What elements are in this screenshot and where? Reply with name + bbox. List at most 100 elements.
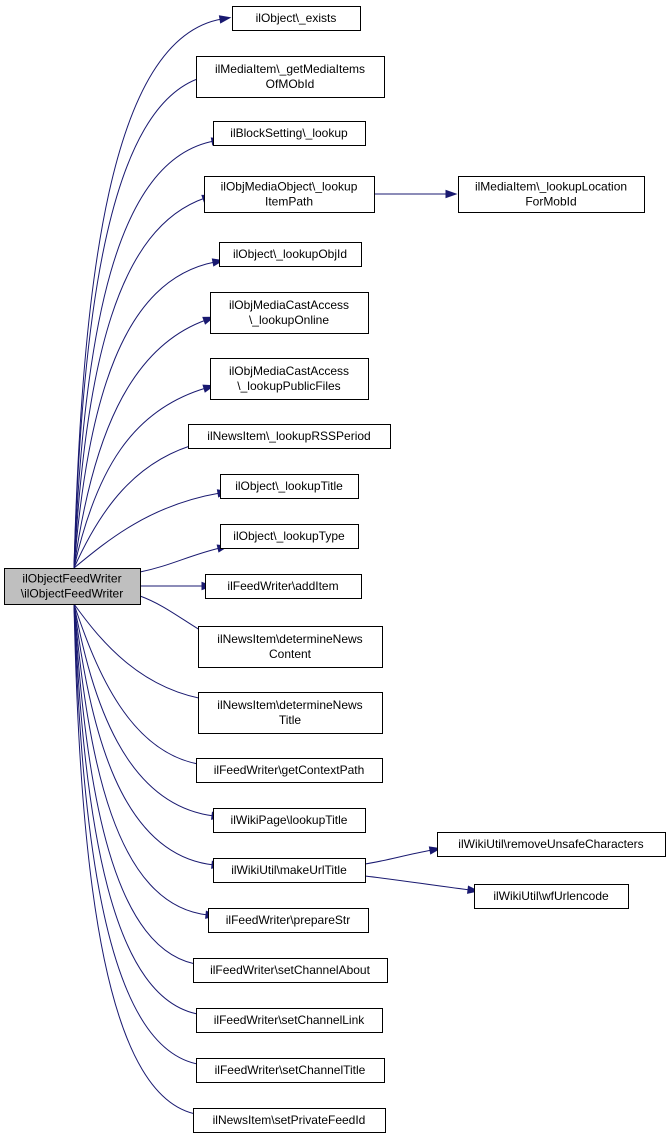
function-node[interactable]: ilObject\_lookupTitle <box>220 474 359 499</box>
edge-line <box>73 603 215 817</box>
node-box <box>220 524 359 549</box>
node-label: ilFeedWriter\setChannelLink <box>214 1013 366 1027</box>
arrowhead <box>445 189 458 199</box>
node-box <box>474 884 629 909</box>
edge-line <box>73 77 201 569</box>
function-node[interactable]: ilNewsItem\_lookupRSSPeriod <box>188 424 391 449</box>
edge-root-n20 <box>73 603 214 1069</box>
node-box <box>198 626 383 668</box>
node-box <box>188 424 391 449</box>
node-label: Title <box>279 713 302 727</box>
node-label: ilObjMediaObject\_lookup <box>221 180 358 194</box>
function-node[interactable]: ilBlockSetting\_lookup <box>213 121 366 146</box>
node-box <box>196 758 383 783</box>
node-label: ilNewsItem\_lookupRSSPeriod <box>207 429 370 443</box>
edge-line <box>73 492 221 569</box>
edge-line <box>73 603 205 766</box>
edge-root-n17 <box>73 603 218 919</box>
edge-line <box>73 603 209 916</box>
edge-root-n10 <box>139 544 230 573</box>
edge-root-n5 <box>73 258 225 569</box>
node-label: ilFeedWriter\getContextPath <box>214 763 365 777</box>
node-box <box>458 176 645 213</box>
function-node[interactable]: ilObject\_lookupType <box>220 524 359 549</box>
function-node[interactable]: ilWikiUtil\removeUnsafeCharacters <box>437 832 666 857</box>
edge-line <box>73 603 203 1116</box>
edge-root-n7 <box>73 384 216 569</box>
edge-root-n4 <box>73 194 214 569</box>
node-label: ilWikiUtil\makeUrlTitle <box>231 863 347 877</box>
function-node[interactable]: ilWikiPage\lookupTitle <box>213 808 366 833</box>
function-node[interactable]: ilFeedWriter\prepareStr <box>208 908 369 933</box>
node-layer: ilObjectFeedWriter\ilObjectFeedWriter ilO… <box>4 6 666 1133</box>
edge-root-n13 <box>73 603 220 704</box>
edge-line <box>73 603 205 1066</box>
function-node[interactable]: ilWikiUtil\makeUrlTitle <box>213 858 366 883</box>
function-node[interactable]: ilWikiUtil\wfUrlencode <box>474 884 629 909</box>
node-label: ilObjMediaCastAccess <box>229 364 349 378</box>
edge-line <box>73 603 203 966</box>
node-label: \_lookupPublicFiles <box>237 379 340 393</box>
edge-n4-n22 <box>373 189 458 199</box>
function-node[interactable]: ilFeedWriter\setChannelLink <box>196 1008 383 1033</box>
node-label: ilBlockSetting\_lookup <box>230 126 348 140</box>
edge-line <box>73 261 216 569</box>
node-box <box>232 6 361 31</box>
node-label: ilWikiUtil\wfUrlencode <box>493 889 609 903</box>
node-box <box>196 56 385 98</box>
root-node[interactable]: ilObjectFeedWriter\ilObjectFeedWriter <box>4 568 141 605</box>
function-node[interactable]: ilFeedWriter\setChannelTitle <box>196 1058 385 1083</box>
edge-line <box>73 197 206 569</box>
arrowhead <box>218 15 232 24</box>
node-label: ilWikiUtil\removeUnsafeCharacters <box>458 837 643 851</box>
node-label: ilObject\_exists <box>256 11 337 25</box>
node-label: ilObject\_lookupTitle <box>235 479 343 493</box>
edge-n16-n23 <box>364 846 442 865</box>
function-node[interactable]: ilObject\_exists <box>232 6 361 31</box>
node-box <box>219 242 362 267</box>
edge-root-n1 <box>73 15 232 569</box>
edge-line <box>73 140 215 569</box>
edge-root-n9 <box>73 489 230 569</box>
node-label: ilObjMediaCastAccess <box>229 298 349 312</box>
node-box <box>210 292 369 334</box>
function-node[interactable]: ilFeedWriter\addItem <box>205 574 362 599</box>
edge-root-n2 <box>73 74 210 569</box>
node-label: ilMediaItem\_getMediaItems <box>215 62 365 76</box>
function-node[interactable]: ilObjMediaCastAccess\_lookupPublicFiles <box>210 358 369 400</box>
edge-root-n8 <box>73 439 210 569</box>
edge-root-n11 <box>139 581 214 591</box>
node-box <box>198 692 383 734</box>
edge-n16-n24 <box>364 875 480 894</box>
edge-line <box>73 387 207 569</box>
function-node[interactable]: ilFeedWriter\setChannelAbout <box>193 958 388 983</box>
node-label: \ilObjectFeedWriter <box>21 587 123 601</box>
function-node[interactable]: ilFeedWriter\getContextPath <box>196 758 383 783</box>
node-label: ilFeedWriter\prepareStr <box>226 913 351 927</box>
function-node[interactable]: ilObject\_lookupObjId <box>219 242 362 267</box>
edge-line <box>364 849 433 865</box>
node-label: ilFeedWriter\addItem <box>227 579 338 593</box>
edge-line <box>73 442 201 569</box>
node-box <box>213 858 366 883</box>
node-label: ilNewsItem\determineNews <box>217 632 362 646</box>
function-node[interactable]: ilNewsItem\setPrivateFeedId <box>193 1108 386 1133</box>
node-box <box>208 908 369 933</box>
node-box <box>210 358 369 400</box>
node-label: ilFeedWriter\setChannelTitle <box>215 1063 366 1077</box>
node-label: ItemPath <box>265 195 313 209</box>
node-box <box>213 121 366 146</box>
node-label: ilObject\_lookupObjId <box>233 247 347 261</box>
node-box <box>193 1108 386 1133</box>
function-node[interactable]: ilObjMediaCastAccess\_lookupOnline <box>210 292 369 334</box>
node-label: ilFeedWriter\setChannelAbout <box>210 963 371 977</box>
node-box <box>205 574 362 599</box>
node-label: ilMediaItem\_lookupLocation <box>475 180 627 194</box>
node-label: ilNewsItem\setPrivateFeedId <box>213 1113 366 1127</box>
